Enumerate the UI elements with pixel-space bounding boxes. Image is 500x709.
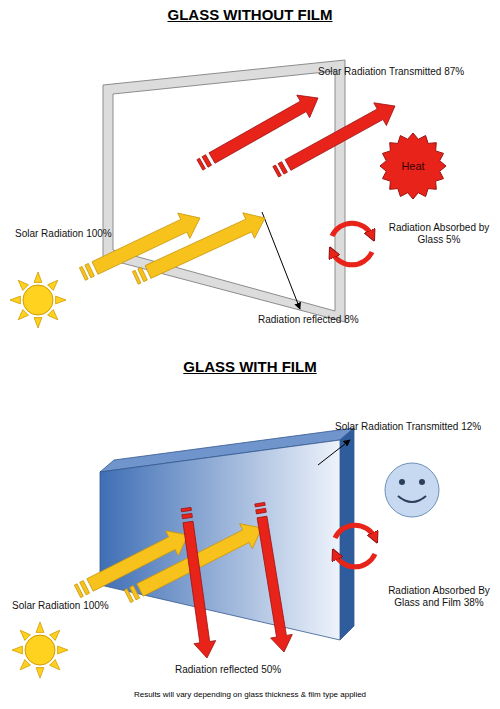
glass-frame <box>103 60 345 322</box>
sun <box>10 272 66 328</box>
transmitted-label: Solar Radiation Transmitted 87% <box>318 66 464 78</box>
solar-label: Solar Radiation 100% <box>15 228 112 240</box>
solar-arrow <box>132 213 265 284</box>
glass-side <box>340 428 354 640</box>
smiley <box>385 463 439 517</box>
leader-line <box>318 440 350 465</box>
sun <box>12 622 68 678</box>
reflected-label: Radiation reflected 8% <box>258 314 359 326</box>
section-heading: GLASS WITH FILM <box>0 358 500 376</box>
heat-burst: Heat <box>379 132 447 200</box>
absorbed-label: Radiation Absorbed by Glass 5% <box>383 222 495 246</box>
transmitted-label: Solar Radiation Transmitted 12% <box>335 421 481 433</box>
node-text: Heat <box>401 160 424 172</box>
absorb-arrow <box>335 525 375 538</box>
diagram-title: GLASS WITHOUT FILM <box>0 6 500 24</box>
absorb-arrow <box>335 554 375 567</box>
absorbed-label: Radiation Absorbed By Glass and Film 38% <box>383 585 495 609</box>
leader-line <box>262 212 300 309</box>
absorb-arrow <box>332 252 372 265</box>
solar-label: Solar Radiation 100% <box>12 600 109 612</box>
reflected-arrow <box>255 502 292 652</box>
absorb-arrow <box>332 223 372 236</box>
reflected-label: Radiation reflected 50% <box>175 664 281 676</box>
transmitted-arrow <box>273 103 395 177</box>
caption: Results will vary depending on glass thi… <box>0 690 500 700</box>
reflected-arrow <box>181 507 216 658</box>
glass-with-film <box>100 440 340 640</box>
